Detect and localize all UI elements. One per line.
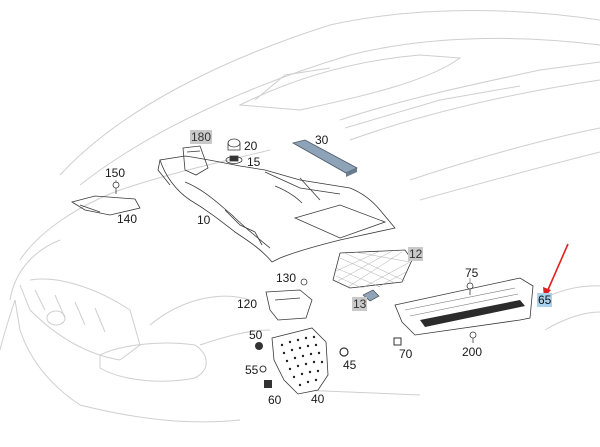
- part-12: [332, 249, 413, 289]
- callout-120[interactable]: 120: [237, 297, 258, 311]
- callout-15[interactable]: 15: [247, 155, 261, 169]
- part-65: [394, 277, 534, 336]
- part-45: [339, 347, 349, 357]
- callout-50[interactable]: 50: [249, 328, 263, 342]
- callout-10[interactable]: 10: [197, 213, 211, 227]
- part-140: [70, 195, 141, 216]
- part-10: [157, 155, 396, 263]
- callout-55[interactable]: 55: [245, 363, 259, 377]
- part-130: [300, 278, 308, 286]
- callout-150[interactable]: 150: [105, 166, 126, 180]
- callout-140[interactable]: 140: [117, 212, 138, 226]
- part-55: [259, 365, 267, 373]
- callout-180[interactable]: 180: [190, 130, 213, 144]
- part-50: [255, 342, 263, 350]
- callout-30[interactable]: 30: [315, 133, 329, 147]
- part-30: [291, 139, 358, 177]
- part-120: [265, 289, 313, 321]
- callout-65[interactable]: 65: [537, 293, 553, 307]
- callout-20[interactable]: 20: [244, 139, 258, 153]
- part-60: [264, 380, 272, 388]
- part-40: [271, 327, 329, 395]
- callout-12[interactable]: 12: [408, 247, 424, 261]
- part-180: [182, 145, 209, 176]
- callout-13[interactable]: 13: [352, 297, 368, 311]
- callout-75[interactable]: 75: [465, 266, 479, 280]
- part-15: [225, 155, 243, 164]
- part-70: [393, 337, 402, 346]
- callout-70[interactable]: 70: [399, 347, 413, 361]
- part-200: [469, 331, 477, 343]
- part-20: [227, 138, 241, 151]
- callout-45[interactable]: 45: [343, 358, 357, 372]
- callout-130[interactable]: 130: [276, 271, 297, 285]
- callout-200[interactable]: 200: [462, 345, 483, 359]
- callout-40[interactable]: 40: [311, 392, 325, 406]
- callout-60[interactable]: 60: [268, 393, 282, 407]
